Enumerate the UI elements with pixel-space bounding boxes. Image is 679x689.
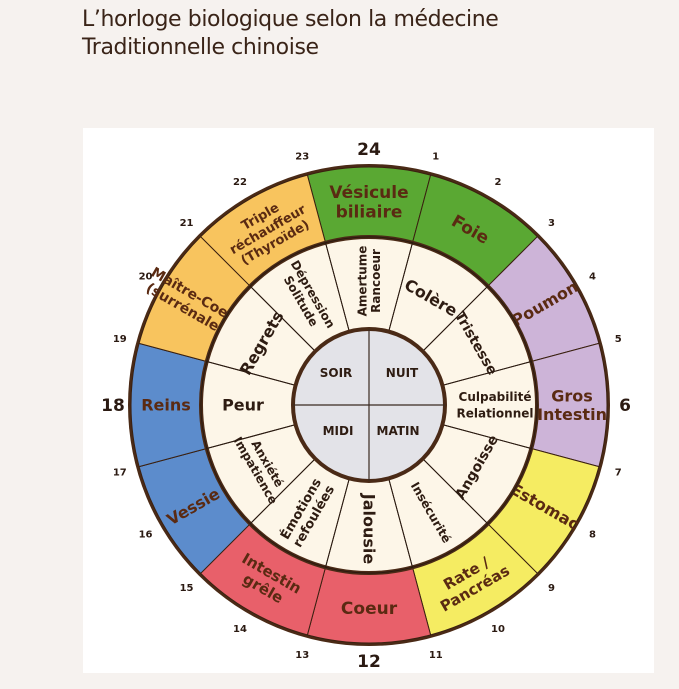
hour-label-17: 17 — [113, 467, 127, 478]
hour-label-2: 2 — [495, 177, 502, 188]
hour-label-21: 21 — [180, 218, 194, 229]
hour-label-18: 18 — [101, 396, 125, 416]
hour-label-4: 4 — [589, 272, 596, 283]
emotion-label-culpabilite-relationnel-line: Relationnel — [456, 406, 533, 420]
hour-label-14: 14 — [233, 624, 247, 635]
organ-label-gros-intestin-line: Gros — [551, 386, 593, 405]
hour-label-19: 19 — [113, 334, 127, 345]
organ-label-coeur: Coeur — [341, 599, 398, 619]
organ-label-gros-intestin-line: Intestin — [537, 405, 607, 424]
hour-label-6: 6 — [619, 396, 631, 416]
organ-label-reins-line: Reins — [141, 396, 191, 415]
period-label-nuit: NUIT — [386, 366, 419, 380]
hour-label-5: 5 — [615, 334, 622, 345]
organ-label-vesicule-biliaire-line: Vésicule — [329, 183, 408, 203]
hour-label-24: 24 — [357, 140, 381, 160]
hour-label-22: 22 — [233, 177, 247, 188]
hour-label-20: 20 — [139, 272, 153, 283]
title-line-1: L’horloge biologique selon la médecine — [82, 7, 499, 32]
center-circle: SOIR NUIT MIDI MATIN — [291, 327, 447, 483]
organ-label-vesicule-biliaire-line: biliaire — [336, 203, 403, 223]
title-line-2: Traditionnelle chinoise — [82, 35, 319, 60]
organ-label-coeur-line: Coeur — [341, 599, 398, 619]
hour-label-1: 1 — [432, 151, 439, 162]
emotion-label-jalousie: Jalousie — [359, 493, 378, 565]
emotion-label-jalousie-line: Jalousie — [359, 493, 378, 565]
hour-label-8: 8 — [589, 530, 596, 541]
emotion-label-peur: Peur — [222, 396, 264, 415]
hour-label-13: 13 — [295, 650, 309, 661]
emotion-label-amertume-rancoeur-line: Rancoeur — [369, 249, 383, 313]
period-label-soir: SOIR — [320, 366, 353, 380]
emotion-label-peur-line: Peur — [222, 396, 264, 415]
hour-label-15: 15 — [180, 583, 194, 594]
hour-label-10: 10 — [491, 624, 505, 635]
emotion-label-amertume-rancoeur-line: Amertume — [355, 246, 369, 317]
hour-label-16: 16 — [139, 530, 153, 541]
hour-label-11: 11 — [429, 650, 443, 661]
page-title: L’horloge biologique selon la médecine T… — [82, 6, 499, 62]
hour-label-23: 23 — [295, 151, 309, 162]
hour-label-3: 3 — [548, 218, 555, 229]
hour-label-9: 9 — [548, 583, 555, 594]
hour-label-7: 7 — [615, 467, 622, 478]
hour-label-12: 12 — [357, 652, 381, 672]
period-label-matin: MATIN — [377, 424, 420, 438]
emotion-label-culpabilite-relationnel-line: Culpabilité — [459, 390, 532, 404]
organ-label-reins: Reins — [141, 396, 191, 415]
period-label-midi: MIDI — [323, 424, 354, 438]
